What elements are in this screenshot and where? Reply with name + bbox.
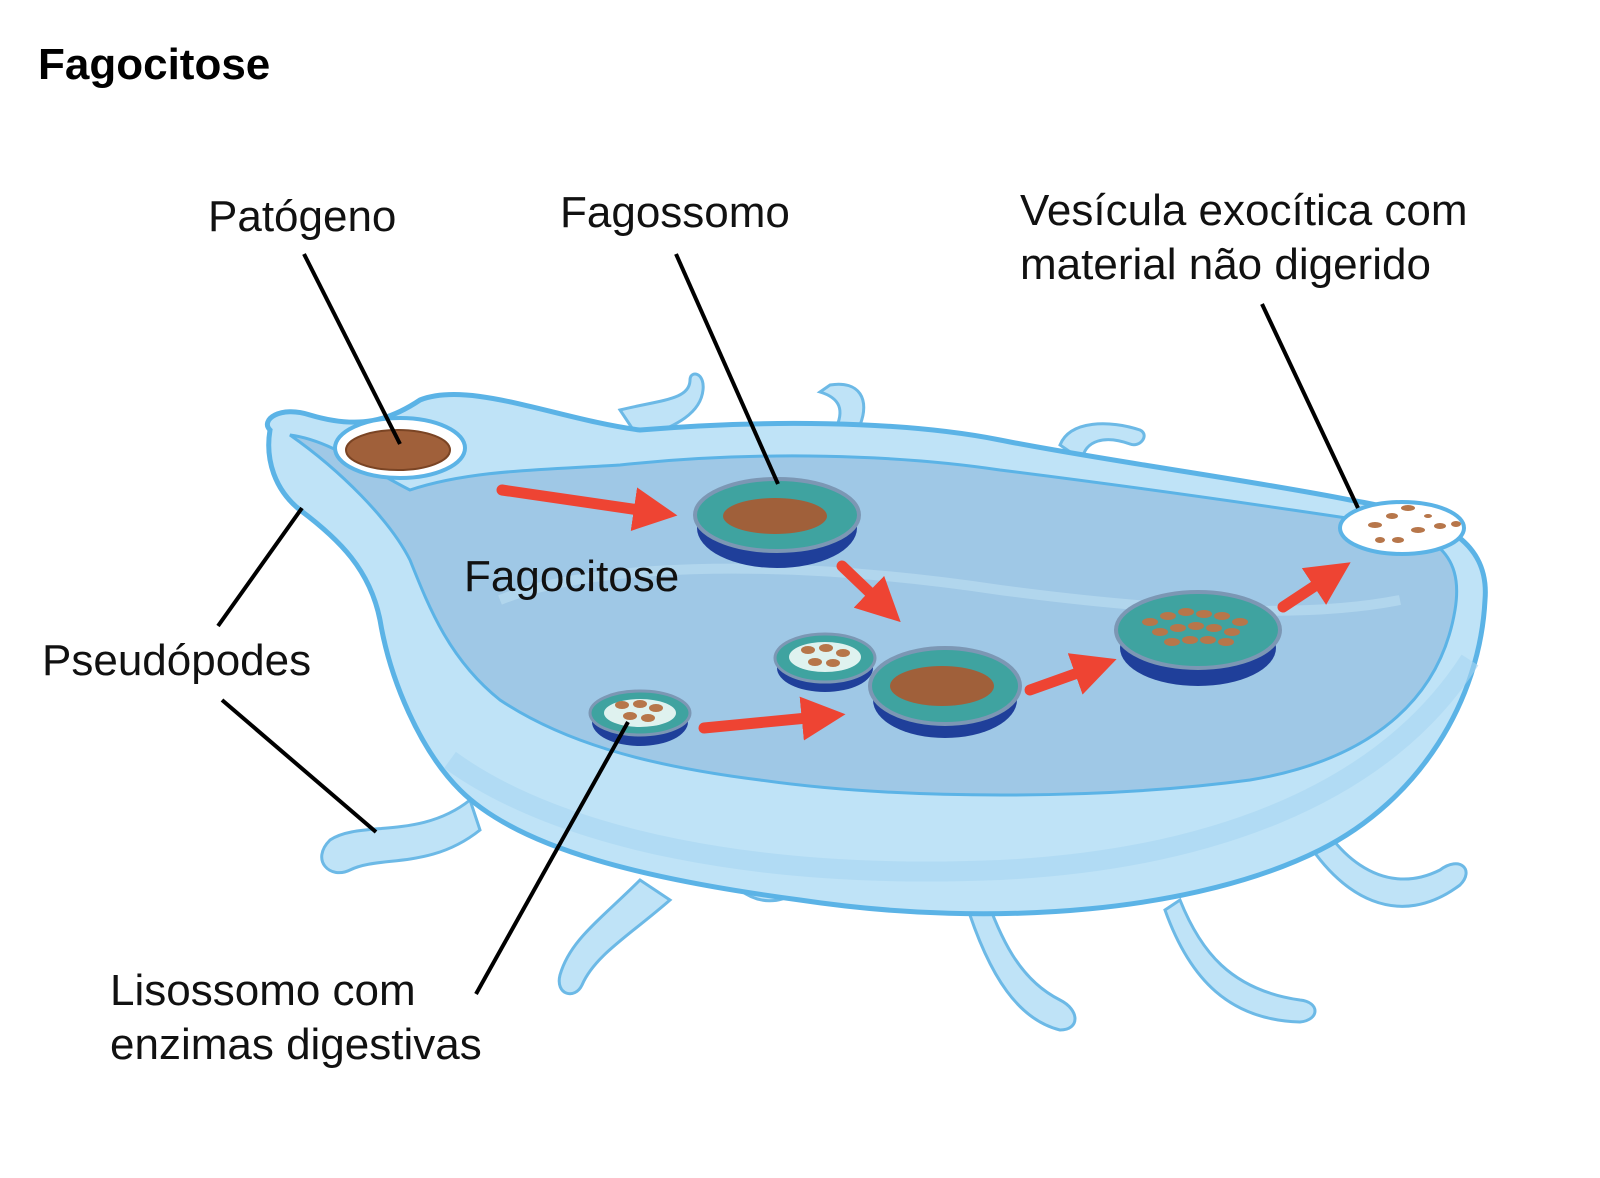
arrow-phagolysosome-to-vesicle: [1277, 562, 1351, 613]
lysosome: [588, 689, 692, 746]
leader-pseudopod-upper: [216, 506, 304, 628]
leader-exocytic-vesicle: [1260, 303, 1360, 509]
arrow-phagosome-to-fusion: [836, 560, 901, 623]
exocytic-vesicle: [1338, 500, 1466, 556]
diagram-title: Fagocitose: [38, 40, 271, 89]
cell-underside: [444, 654, 1479, 882]
pathogen-pocket: [333, 416, 467, 480]
label-exocytic-vesicle: Vesícula exocítica com material não dige…: [1020, 184, 1468, 292]
pathogen: [345, 429, 451, 471]
arrow-fusion-to-phagolysosome: [1024, 653, 1117, 696]
leader-pathogen: [302, 253, 402, 445]
phagolysosome: [1114, 590, 1282, 686]
label-pseudopods: Pseudópodes: [42, 636, 312, 685]
arrow-pathogen-to-phagosome: [496, 484, 678, 531]
arrow-lysosome-to-fusion: [698, 696, 846, 741]
label-exocytic-vesicle-line2: material não digerido: [1020, 240, 1431, 289]
leader-lysosome: [474, 721, 630, 995]
label-phagocytosis: Fagocitose: [464, 552, 680, 601]
label-phagosome: Fagossomo: [560, 188, 790, 237]
label-pathogen: Patógeno: [208, 192, 397, 241]
phagolysosome-fusion: [773, 632, 1022, 738]
phagosome: [693, 477, 861, 568]
label-lysosome: Lisossomo com enzimas digestivas: [110, 964, 482, 1072]
label-exocytic-vesicle-line1: Vesícula exocítica com: [1020, 186, 1468, 235]
leader-lines: [216, 253, 1360, 995]
label-lysosome-line1: Lisossomo com: [110, 966, 416, 1015]
leader-phagosome: [674, 253, 780, 485]
leader-pseudopod-lower: [220, 698, 378, 834]
label-lysosome-line2: enzimas digestivas: [110, 1020, 482, 1069]
process-arrows: [496, 484, 1351, 741]
